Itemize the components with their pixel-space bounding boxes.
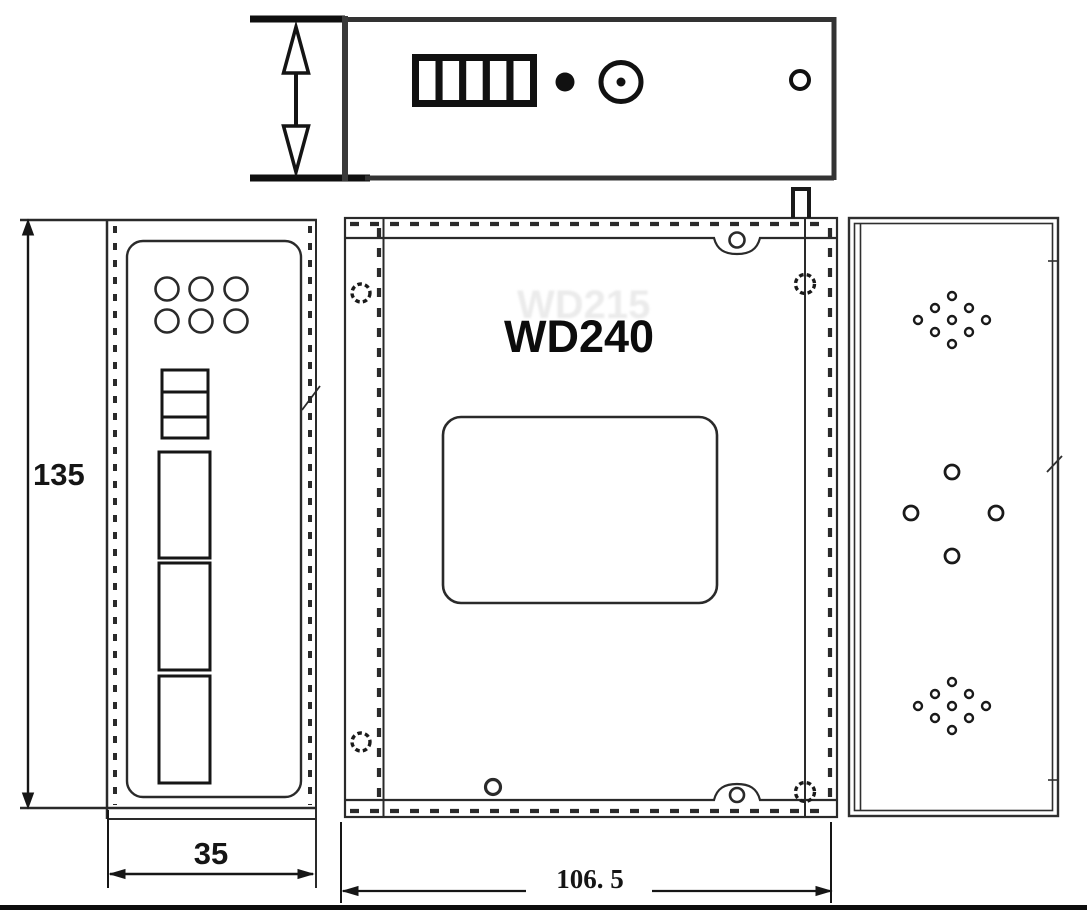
right-side-view — [847, 216, 1063, 818]
din-notch-bottom-hole — [728, 786, 746, 804]
port-slots-icon — [157, 450, 212, 785]
screw-hole-bottom-left — [350, 731, 372, 753]
right-view-break-mark — [1046, 455, 1063, 473]
led-hole-grid-icon — [154, 276, 249, 334]
break-mark — [301, 385, 321, 411]
vent-diamond-top-icon — [912, 290, 992, 350]
dimension-height-label: 135 — [33, 457, 85, 492]
vent-diamond-bottom-icon — [912, 676, 992, 736]
height-dimension-line — [21, 218, 35, 810]
ghost-model-label: WD215 — [517, 283, 651, 327]
dimension-width-label: 106. 5 — [556, 864, 624, 894]
top-view — [250, 15, 837, 182]
antenna-stub-icon — [791, 187, 811, 218]
screw-hole-top-left — [350, 282, 372, 304]
bottom-hole — [483, 777, 503, 797]
model-label: WD240 — [504, 311, 655, 362]
indicator-dot-icon — [555, 72, 575, 92]
screw-holes — [350, 272, 817, 804]
height-dimension-arrow-icon — [281, 20, 311, 179]
page-bottom-border — [0, 905, 1087, 910]
front-view-dashed-border — [350, 221, 833, 814]
antenna-connector-icon — [598, 60, 644, 104]
terminal-block-icon — [412, 54, 537, 107]
depth-dimension-line — [107, 810, 315, 888]
left-side-view — [20, 218, 321, 888]
mount-hole-diamond-icon — [902, 463, 1005, 565]
side-panel-outline — [125, 239, 303, 799]
mount-hole-icon — [789, 69, 811, 91]
dimension-depth-label: 35 — [193, 836, 229, 871]
width-dimension-line — [340, 822, 833, 903]
label-recess — [441, 415, 719, 605]
screw-hole-bottom-right — [793, 780, 817, 804]
front-view-outline — [343, 216, 839, 819]
screw-hole-top-right — [793, 272, 817, 296]
front-view-top-line — [345, 236, 837, 256]
terminal-3-row-icon — [160, 368, 210, 440]
right-view-inner-outline — [853, 222, 1054, 812]
front-view-bottom-line — [345, 782, 837, 802]
right-view-outline — [847, 216, 1060, 818]
front-view — [340, 187, 839, 903]
din-notch-top-hole — [728, 231, 746, 249]
